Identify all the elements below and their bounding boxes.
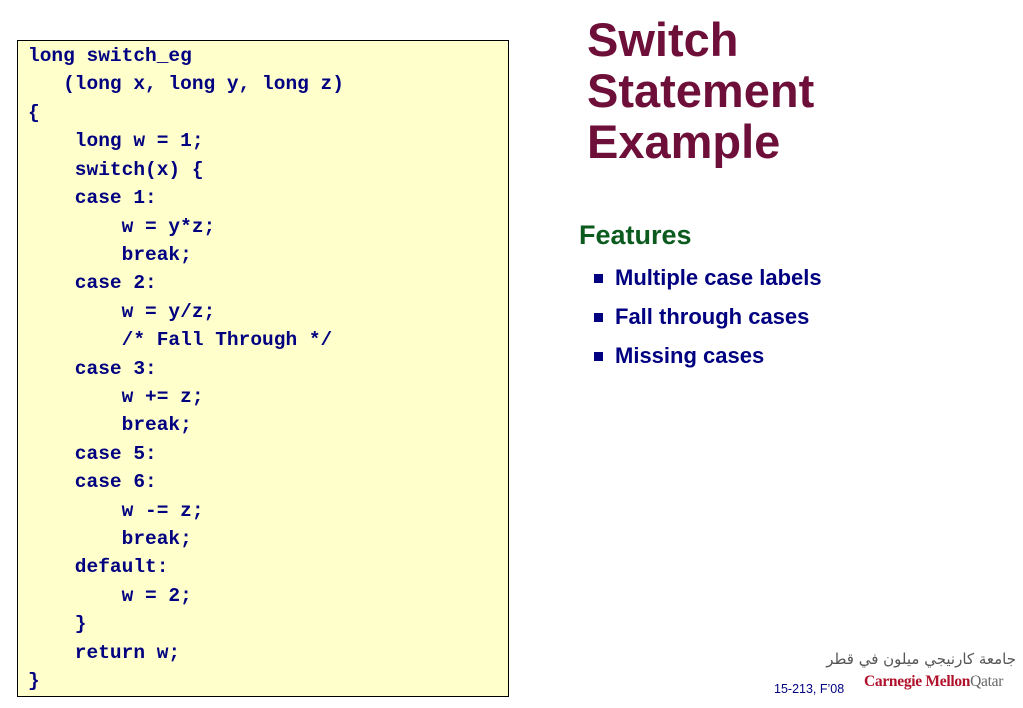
slide-title-line: Switch	[587, 13, 739, 66]
square-bullet-icon	[594, 352, 603, 361]
code-line: switch(x) {	[28, 159, 204, 181]
code-line: break;	[28, 414, 192, 436]
code-line: }	[28, 670, 40, 692]
code-line: (long x, long y, long z)	[28, 73, 344, 95]
slide-title: Switch Statement Example	[587, 14, 814, 167]
code-line: w = y*z;	[28, 216, 216, 238]
code-line: break;	[28, 244, 192, 266]
code-line: w = y/z;	[28, 301, 216, 323]
code-line: /* Fall Through */	[28, 329, 333, 351]
code-line: default:	[28, 556, 169, 578]
code-line: w = 2;	[28, 585, 192, 607]
code-line: long w = 1;	[28, 130, 204, 152]
university-logo: جامعة كارنيجي ميلون في قطر Carnegie Mell…	[826, 650, 1016, 696]
slide-title-line: Example	[587, 115, 781, 168]
code-listing: long switch_eg (long x, long y, long z) …	[17, 40, 509, 697]
code-line: case 5:	[28, 443, 157, 465]
logo-latin-text: Carnegie MellonQatar	[864, 673, 1003, 691]
code-line: {	[28, 102, 40, 124]
slide-title-line: Statement	[587, 64, 815, 117]
code-line: w -= z;	[28, 500, 204, 522]
code-line: return w;	[28, 642, 181, 664]
code-line: case 2:	[28, 272, 157, 294]
logo-location: Qatar	[970, 673, 1004, 690]
code-line: case 1:	[28, 187, 157, 209]
code-line: break;	[28, 528, 192, 550]
code-line: case 3:	[28, 358, 157, 380]
list-item-label: Multiple case labels	[615, 265, 822, 290]
features-heading: Features	[579, 220, 692, 250]
list-item-label: Missing cases	[615, 343, 765, 368]
course-footer: 15-213, F’08	[774, 682, 845, 696]
square-bullet-icon	[594, 274, 603, 283]
code-line: w += z;	[28, 386, 204, 408]
code-line: }	[28, 613, 87, 635]
square-bullet-icon	[594, 313, 603, 322]
code-line: case 6:	[28, 471, 157, 493]
logo-arabic-text: جامعة كارنيجي ميلون في قطر	[826, 650, 1016, 668]
code-line: long switch_eg	[28, 45, 192, 67]
list-item-label: Fall through cases	[615, 304, 810, 329]
logo-brand: Carnegie Mellon	[864, 673, 971, 690]
